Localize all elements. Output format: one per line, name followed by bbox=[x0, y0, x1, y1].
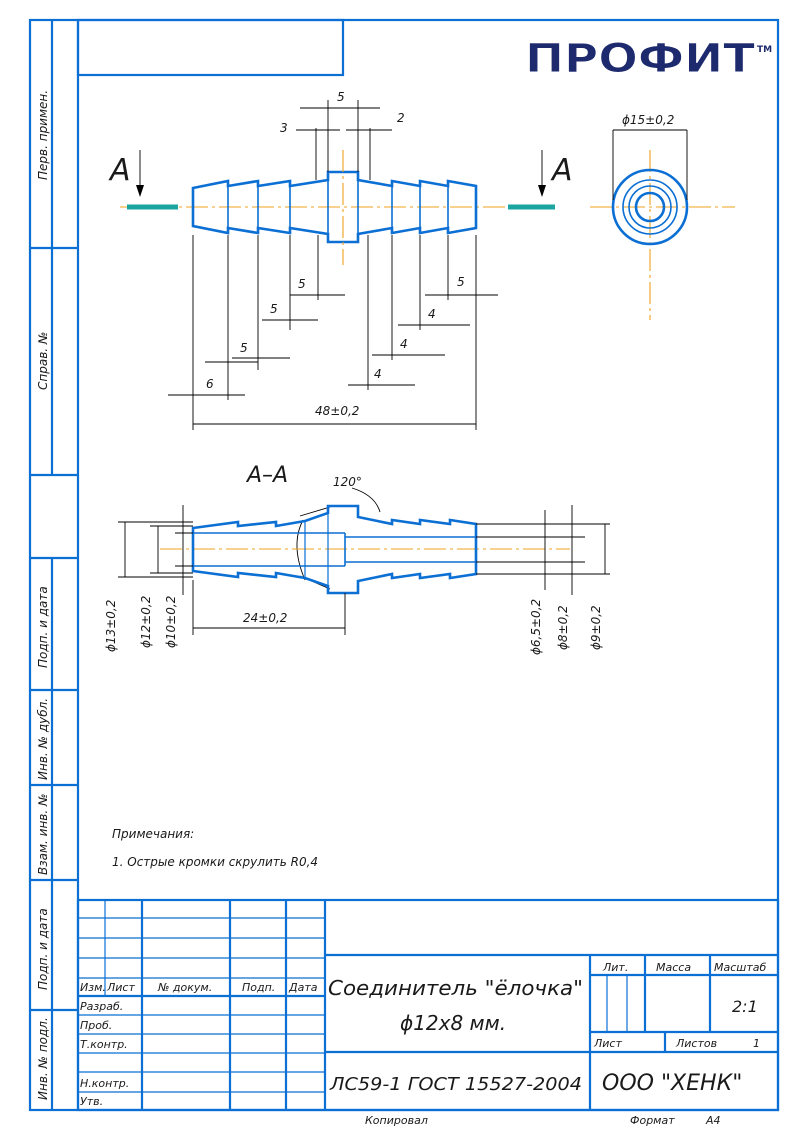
dim-diam10: ϕ10±0,2 bbox=[164, 596, 178, 648]
dim-diam8: ϕ8±0,2 bbox=[556, 605, 570, 650]
tb-scale: 2:1 bbox=[732, 997, 758, 1016]
dim-diam12: ϕ12±0,2 bbox=[139, 596, 153, 648]
tb-role-tkontr: Т.контр. bbox=[80, 1038, 128, 1051]
tb-role-nkontr: Н.контр. bbox=[80, 1077, 129, 1090]
dim-left-step-2: 5 bbox=[270, 302, 278, 316]
tb-header-list: Лист bbox=[106, 981, 135, 994]
tb-name-line1: Соединитель "ёлочка" bbox=[328, 976, 583, 1000]
tb-lit: Лит. bbox=[602, 961, 628, 974]
tb-header-izm: Изм. bbox=[80, 981, 106, 994]
side-labels: Перв. примен. Справ. № Подп. и дата Инв.… bbox=[36, 90, 50, 1100]
logo-tm: TM bbox=[757, 45, 772, 55]
tb-material: ЛС59-1 ГОСТ 15527-2004 bbox=[329, 1074, 582, 1095]
end-view: ϕ15±0,2 bbox=[590, 113, 735, 320]
dim-right-step-4: 4 bbox=[374, 367, 382, 381]
dim-left-step-1: 5 bbox=[298, 277, 306, 291]
notes-heading: Примечания: bbox=[112, 827, 194, 841]
tb-scale-label: Масштаб bbox=[714, 961, 766, 974]
dim-right-step-1: 5 bbox=[457, 275, 465, 289]
note-item-1: 1. Острые кромки скрулить R0,4 bbox=[112, 855, 318, 869]
tb-sheets: 1 bbox=[753, 1037, 760, 1050]
dim-diam9: ϕ9±0,2 bbox=[589, 605, 603, 650]
title-block: Изм. Лист № докум. Подп. Дата Разраб. Пр… bbox=[76, 898, 780, 1127]
tb-header-date: Дата bbox=[288, 981, 318, 994]
side-label-vzam: Взам. инв. № bbox=[36, 794, 50, 875]
side-label-sprav: Справ. № bbox=[36, 332, 50, 390]
dim-diam6-5: ϕ6,5±0,2 bbox=[529, 599, 543, 655]
section-view: A–A 120° bbox=[104, 463, 610, 655]
tb-header-doc: № докум. bbox=[157, 981, 212, 994]
tb-sheets-label: Листов bbox=[675, 1037, 717, 1050]
tb-role-razrab: Разраб. bbox=[80, 1000, 123, 1013]
dim-left-step-4: 6 bbox=[206, 377, 214, 391]
side-label-perv: Перв. примен. bbox=[36, 90, 50, 180]
section-title: A–A bbox=[245, 463, 288, 488]
side-label-podl: Инв. № подл. bbox=[36, 1017, 50, 1100]
logo-text: ПРОФИТ bbox=[525, 36, 756, 82]
profit-logo: ПРОФИТ TM bbox=[525, 36, 773, 83]
side-label-podp1: Подп. и дата bbox=[36, 586, 50, 668]
dim-right-step-3: 4 bbox=[400, 337, 408, 351]
tb-sheet-label: Лист bbox=[593, 1037, 622, 1050]
tb-role-utv: Утв. bbox=[80, 1095, 103, 1108]
section-angle: 120° bbox=[333, 475, 362, 489]
tb-mass: Масса bbox=[656, 961, 691, 974]
cut-letter-right: A bbox=[550, 153, 573, 188]
tb-format: A4 bbox=[705, 1114, 721, 1127]
tb-role-prob: Проб. bbox=[80, 1019, 112, 1032]
tb-copied: Копировал bbox=[365, 1114, 428, 1127]
dim-5-top: 5 bbox=[337, 90, 345, 104]
tb-header-sign: Подп. bbox=[242, 981, 275, 994]
dim-diam15: ϕ15±0,2 bbox=[622, 113, 674, 127]
notes: Примечания: 1. Острые кромки скрулить R0… bbox=[112, 827, 318, 869]
dim-diam13: ϕ13±0,2 bbox=[104, 600, 118, 652]
tb-format-label: Формат bbox=[630, 1114, 675, 1127]
tb-name-line2: ϕ12x8 мм. bbox=[400, 1011, 506, 1035]
dim-3: 3 bbox=[280, 121, 288, 135]
dim-left-step-3: 5 bbox=[240, 341, 248, 355]
side-label-dubl: Инв. № дубл. bbox=[36, 698, 50, 780]
dim-length-24: 24±0,2 bbox=[243, 611, 287, 625]
dim-2: 2 bbox=[397, 111, 405, 125]
dim-right-step-2: 4 bbox=[428, 307, 436, 321]
tb-company: ООО "ХЕНК" bbox=[602, 1071, 742, 1096]
cut-letter-left: A bbox=[108, 153, 131, 188]
side-label-podp2: Подп. и дата bbox=[36, 908, 50, 990]
dim-overall: 48±0,2 bbox=[315, 404, 359, 418]
top-view: A A bbox=[108, 90, 573, 430]
